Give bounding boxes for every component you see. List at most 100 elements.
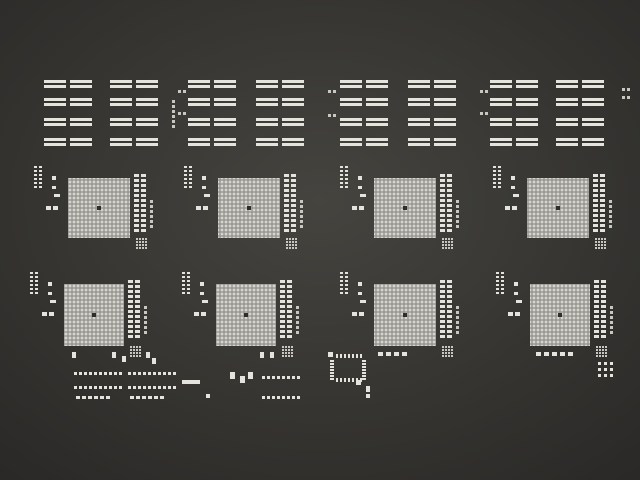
dash-aperture [582, 123, 604, 126]
component-pad [53, 206, 58, 210]
right-pad [593, 214, 598, 217]
right-pad [600, 219, 605, 222]
right-pad [144, 311, 147, 314]
right-pad [440, 179, 445, 182]
right-pad [280, 335, 285, 338]
dash-aperture [366, 118, 388, 121]
separator-dot [333, 114, 336, 117]
left-pad [34, 186, 37, 188]
mini-grid-pad [451, 355, 453, 357]
mini-grid-pad [451, 352, 453, 354]
right-pad [456, 210, 459, 213]
mini-grid-pad [598, 247, 600, 249]
mini-grid-pad [445, 355, 447, 357]
right-pad [141, 204, 146, 207]
dash-aperture [582, 138, 604, 141]
dash-aperture [214, 85, 236, 88]
bottom-pad [386, 352, 391, 356]
dash-aperture [70, 103, 92, 106]
mini-grid-pad [601, 238, 603, 240]
bottom-pad [114, 372, 117, 375]
dash-aperture [110, 85, 132, 88]
dash-aperture [434, 103, 456, 106]
mini-grid-pad [445, 346, 447, 348]
component-pad [359, 206, 364, 210]
mini-grid-pad [292, 238, 294, 240]
left-pad [340, 288, 343, 290]
bottom-pad [536, 352, 541, 356]
bottom-pad [153, 372, 156, 375]
right-pad [141, 224, 146, 227]
dash-aperture [214, 123, 236, 126]
right-pad [291, 179, 296, 182]
bottom-pad [182, 380, 200, 384]
mini-grid-pad [288, 346, 290, 348]
left-pad [184, 170, 187, 172]
dash-aperture [256, 98, 278, 101]
dash-aperture [70, 80, 92, 83]
right-pad [447, 174, 452, 177]
mini-grid-pad [291, 352, 293, 354]
dash-aperture [256, 103, 278, 106]
bottom-pad [610, 362, 613, 365]
right-pad [141, 179, 146, 182]
right-pad [134, 224, 139, 227]
component-pad [46, 206, 51, 210]
mini-grid-pad [599, 346, 601, 348]
right-pad [593, 179, 598, 182]
qfn-pad [352, 378, 354, 382]
left-pad [35, 284, 38, 286]
bottom-pad [552, 352, 557, 356]
dash-aperture [366, 98, 388, 101]
dash-aperture [516, 143, 538, 146]
left-pad [189, 182, 192, 184]
bottom-pad [160, 396, 164, 399]
right-pad [440, 184, 445, 187]
dash-aperture [136, 143, 158, 146]
mini-grid-pad [598, 241, 600, 243]
bottom-pad [262, 396, 265, 399]
separator-dot [172, 125, 175, 128]
mini-grid-pad [142, 244, 144, 246]
mini-grid-pad [448, 355, 450, 357]
bottom-pad [148, 396, 152, 399]
component-pad [511, 176, 515, 180]
right-pad [284, 199, 289, 202]
qfn-pad [362, 372, 366, 374]
mini-grid-pad [142, 238, 144, 240]
bga-center-via [558, 313, 562, 317]
right-pad [456, 215, 459, 218]
mini-grid-pad [285, 355, 287, 357]
component-pad [204, 194, 210, 197]
right-pad [291, 204, 296, 207]
right-pad [287, 310, 292, 313]
dash-aperture [556, 123, 578, 126]
mini-grid-pad [595, 247, 597, 249]
qfn-pad [330, 363, 334, 365]
mini-grid-pad [142, 247, 144, 249]
right-pad [287, 295, 292, 298]
left-pad [30, 292, 33, 294]
bottom-pad [560, 352, 565, 356]
left-pad [498, 178, 501, 180]
mini-grid-pad [139, 352, 141, 354]
qfn-corner [356, 380, 361, 385]
mini-grid-pad [289, 241, 291, 243]
right-pad [280, 285, 285, 288]
right-pad [610, 306, 613, 309]
bottom-pad [158, 386, 161, 389]
left-pad [182, 272, 185, 274]
dash-aperture [70, 138, 92, 141]
dash-aperture [490, 138, 512, 141]
bottom-pad [136, 396, 140, 399]
dash-aperture [366, 143, 388, 146]
bottom-pad [230, 372, 235, 379]
bottom-pad [240, 376, 245, 383]
left-pad [189, 166, 192, 168]
dash-aperture [110, 118, 132, 121]
right-pad [593, 204, 598, 207]
right-pad [141, 189, 146, 192]
mini-grid-pad [136, 244, 138, 246]
right-pad [284, 209, 289, 212]
left-pad [340, 272, 343, 274]
